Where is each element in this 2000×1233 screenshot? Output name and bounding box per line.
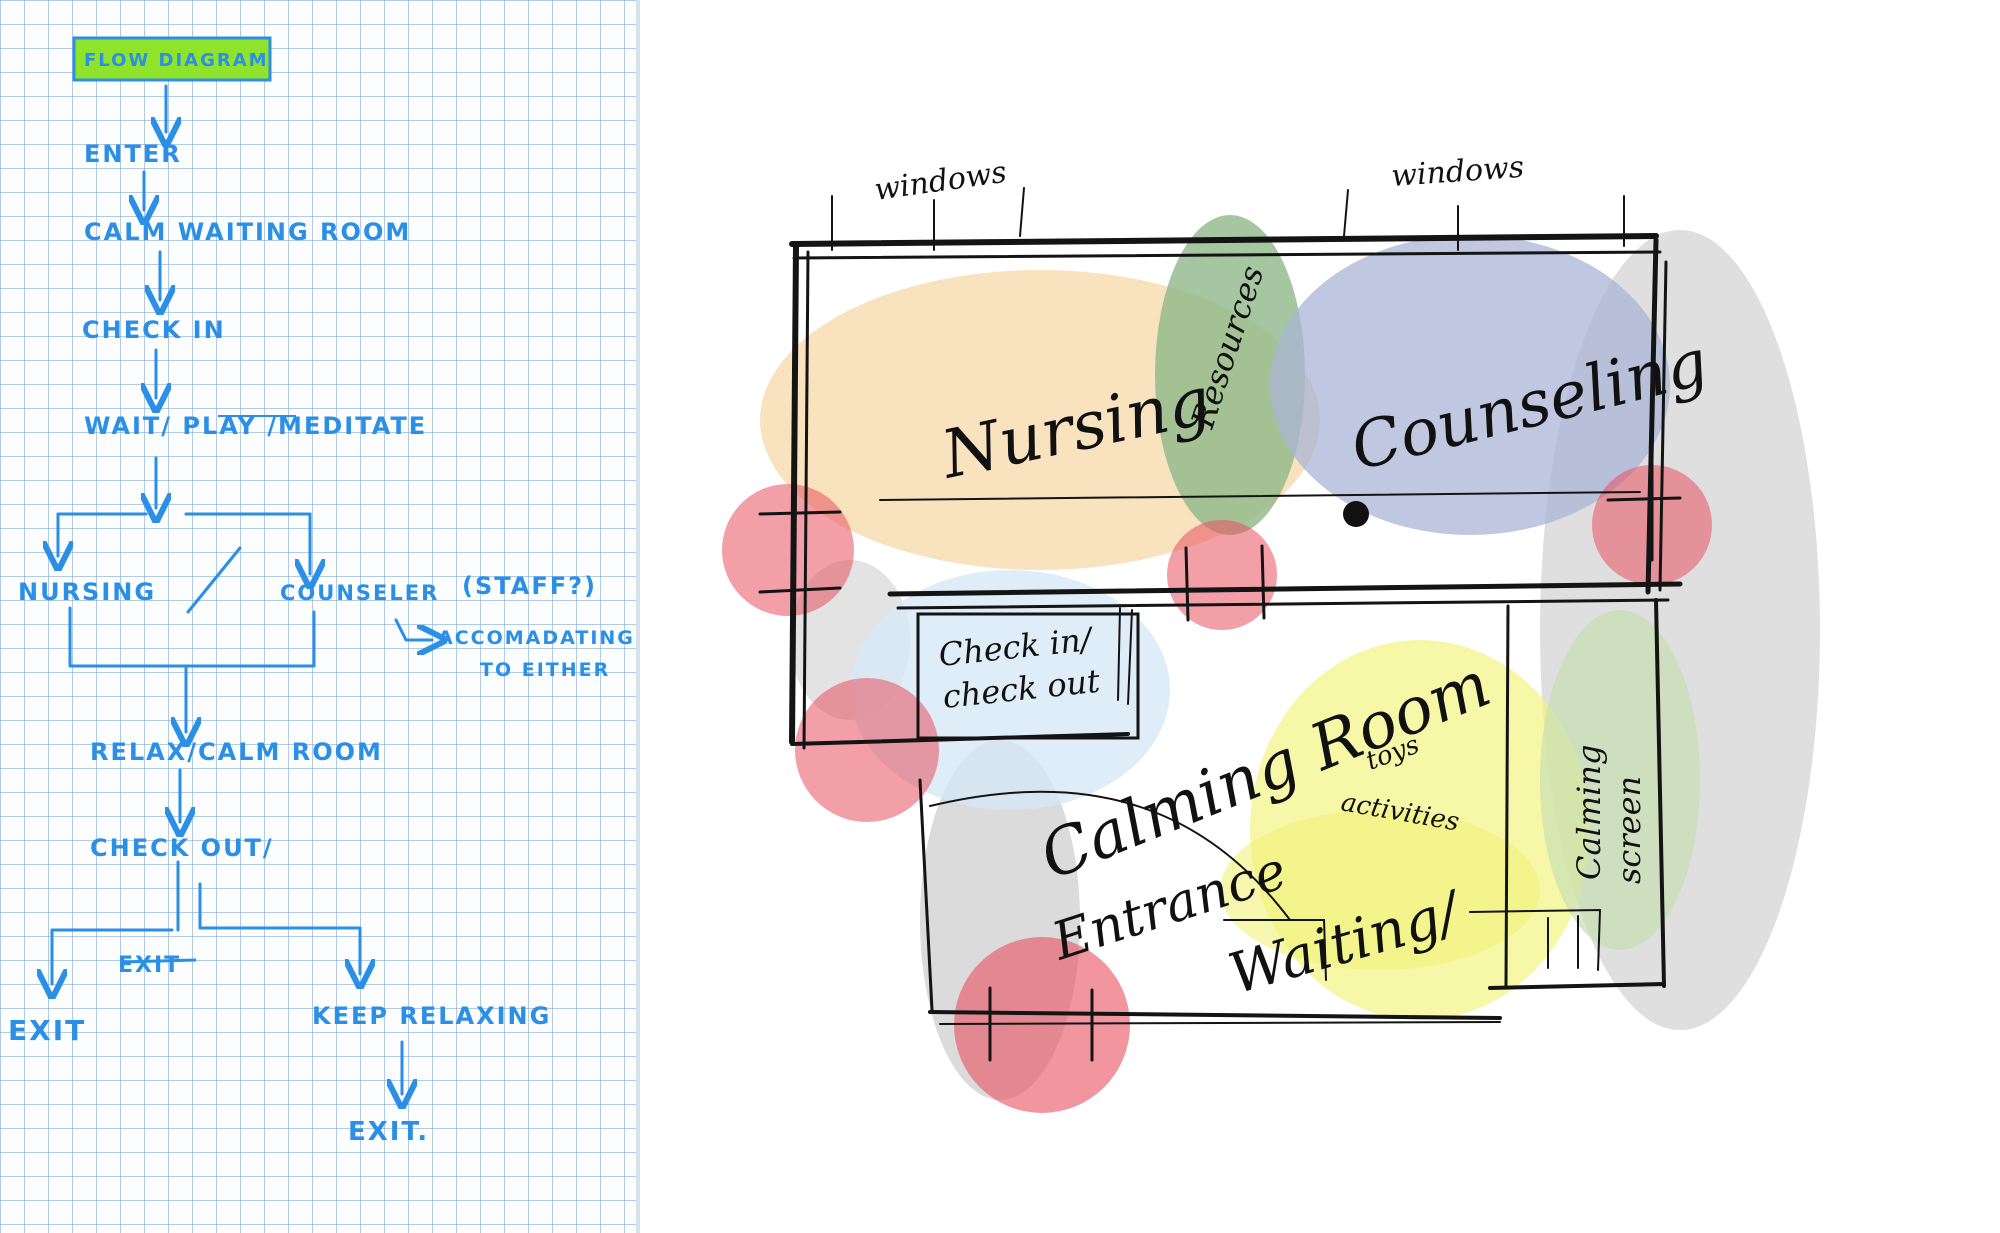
join-line bbox=[68, 606, 316, 668]
arrow-staff-note bbox=[394, 618, 432, 640]
waiting-zone bbox=[1220, 810, 1540, 970]
door-markers bbox=[722, 465, 1712, 1113]
floor-plan-sketch: windows windows Nursing Resources Counse… bbox=[722, 150, 1820, 1113]
calming-screen-label-1: Calming bbox=[1570, 745, 1608, 880]
step-keep-relaxing: KEEP RELAXING bbox=[312, 1002, 551, 1030]
arrow-split-counseler bbox=[184, 512, 310, 574]
flow-title: FLOW DIAGRAM bbox=[84, 50, 269, 71]
flow-diagram: FLOW DIAGRAM ENTER CALM WAITING ROOM CHE… bbox=[8, 36, 635, 1147]
step-staff-question: (STAFF?) bbox=[462, 572, 597, 600]
windows-label-left: windows bbox=[872, 155, 1009, 208]
wall-left bbox=[789, 243, 799, 745]
resources-zone bbox=[1155, 215, 1305, 535]
color-zones bbox=[760, 215, 1820, 1100]
step-wait-play-meditate: WAIT/ PLAY /MEDITATE bbox=[84, 412, 427, 440]
strike-line bbox=[119, 958, 197, 964]
step-check-out: CHECK OUT/ bbox=[90, 834, 274, 862]
door-marker-2 bbox=[1167, 520, 1277, 630]
step-exit: EXIT bbox=[8, 1014, 86, 1047]
counseling-door-knob bbox=[1343, 501, 1369, 527]
wall-top bbox=[789, 233, 1659, 247]
wall-right-upper bbox=[1645, 237, 1659, 595]
step-exit-final: EXIT. bbox=[348, 1117, 429, 1147]
entrance-door-arc bbox=[929, 790, 1291, 921]
door-marker-1 bbox=[722, 484, 854, 616]
windows-label-right: windows bbox=[1390, 150, 1525, 194]
nursing-counseler-divider bbox=[186, 546, 242, 614]
step-counseler: COUNSELER bbox=[280, 581, 439, 605]
graph-paper-sheet bbox=[0, 0, 640, 1233]
counseling-zone bbox=[1270, 235, 1670, 535]
step-calm-waiting-room: CALM WAITING ROOM bbox=[84, 218, 411, 246]
flow-arrows bbox=[52, 84, 432, 1094]
arrow-to-keep bbox=[198, 882, 360, 974]
sheet-edge bbox=[636, 0, 640, 1233]
step-nursing: NURSING bbox=[18, 578, 156, 606]
wall-screen bbox=[1504, 604, 1510, 988]
door-marker-4 bbox=[795, 678, 939, 822]
title-highlight bbox=[72, 36, 272, 82]
wall-bottom bbox=[928, 1010, 1502, 1020]
note-to-either: TO EITHER bbox=[480, 659, 610, 681]
wall-right-lower bbox=[1654, 598, 1666, 988]
step-check-in: CHECK IN bbox=[82, 316, 226, 344]
note-accomadating: ACCOMADATING bbox=[438, 627, 635, 649]
crossed-out-exit: EXIT bbox=[118, 953, 181, 978]
wall-middle bbox=[887, 581, 1683, 597]
screen-bench bbox=[1469, 908, 1602, 971]
check-in-desk-outline bbox=[916, 612, 1140, 740]
wall-entrance-left bbox=[918, 778, 934, 1012]
door-marker-5 bbox=[954, 937, 1130, 1113]
calming-screen-label-2: screen bbox=[1610, 776, 1648, 884]
corridor-line bbox=[879, 491, 1641, 501]
walls bbox=[758, 187, 1683, 1062]
step-enter: ENTER bbox=[84, 140, 182, 168]
bench bbox=[1223, 919, 1327, 981]
arrow-split-nursing bbox=[58, 512, 148, 556]
window-ticks bbox=[831, 187, 1625, 251]
arrow-to-exit bbox=[52, 928, 174, 984]
step-relax-calm-room: RELAX/CALM ROOM bbox=[90, 738, 383, 766]
